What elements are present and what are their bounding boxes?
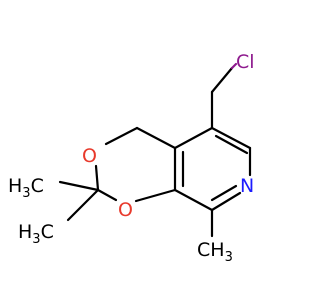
bond-cl-segment bbox=[230, 62, 238, 70]
methyl-lower-label: H3C bbox=[18, 221, 54, 247]
bond-c4a-c4 bbox=[135, 126, 177, 150]
bond-n-c8 bbox=[210, 191, 242, 212]
bond-c2-o1 bbox=[96, 188, 118, 202]
oxygen-upper-label: O bbox=[82, 145, 97, 167]
methyl-lower-h: H bbox=[18, 221, 32, 243]
bond-c2-methyl-lower bbox=[66, 188, 100, 222]
atom-labels: Cl O O N H3C H3C CH3 bbox=[8, 51, 255, 265]
nitrogen-label: N bbox=[240, 175, 254, 197]
oxygen-lower-label: O bbox=[118, 199, 133, 221]
methyl-upper-c: C bbox=[31, 175, 44, 197]
bond-c8-c8a bbox=[173, 188, 214, 212]
methyl-lower-c: C bbox=[41, 221, 54, 243]
bond-o3-c2 bbox=[94, 164, 100, 192]
bond-o1-c8a bbox=[134, 188, 177, 203]
bond-c2-methyl-upper bbox=[58, 180, 100, 192]
chlorine-label: Cl bbox=[236, 51, 255, 73]
molecule-structure-diagram: Cl O O N H3C H3C CH3 bbox=[8, 51, 255, 265]
methyl-upper-subscript: 3 bbox=[22, 186, 30, 201]
bond-c5-c6-double bbox=[214, 134, 249, 155]
methyl-c8-ch: CH bbox=[197, 239, 225, 261]
bond-c4a-c5 bbox=[173, 126, 214, 150]
methyl-c8-label: CH3 bbox=[197, 239, 233, 265]
methyl-lower-subscript: 3 bbox=[32, 232, 40, 247]
bond-c4-o3 bbox=[104, 126, 139, 146]
bond-c5-c6 bbox=[210, 126, 252, 150]
bond-n-c8-double bbox=[210, 184, 238, 202]
bond-lines bbox=[58, 62, 252, 238]
bond-ch2-cl bbox=[210, 66, 234, 94]
methyl-upper-h: H bbox=[8, 175, 22, 197]
methyl-upper-label: H3C bbox=[8, 175, 44, 201]
methyl-c8-subscript: 3 bbox=[225, 250, 233, 265]
